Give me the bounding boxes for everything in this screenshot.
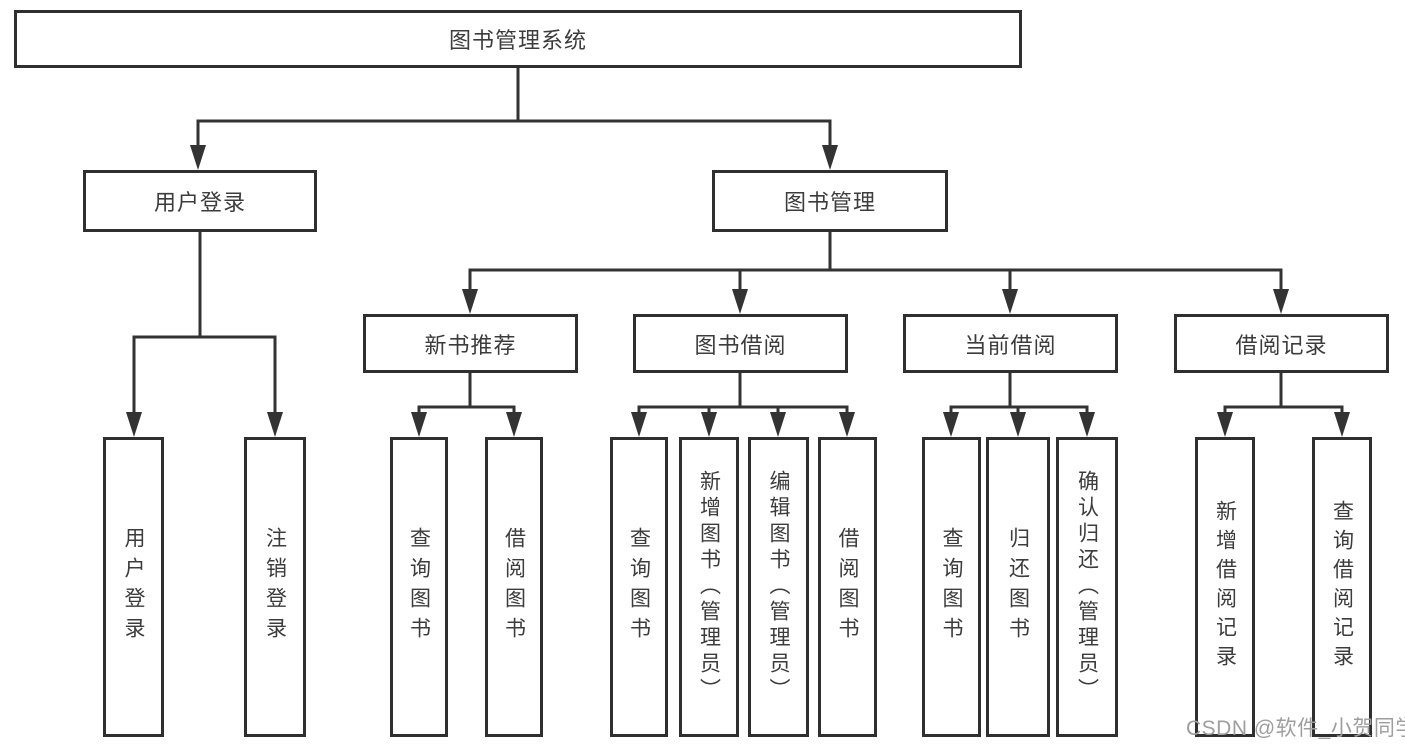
node-leaf-query-books-recommend-label: 查询图书	[407, 527, 431, 647]
node-leaf-user-login: 用户登录	[103, 437, 164, 737]
node-leaf-add-borrow-record-label: 新增借阅记录	[1213, 500, 1237, 674]
node-book-borrowing: 图书借阅	[633, 314, 848, 373]
node-leaf-confirm-return-admin: 确认归还（管理员）	[1056, 437, 1118, 737]
node-leaf-add-books-admin: 新增图书（管理员）	[679, 437, 739, 737]
node-borrowing-records-label: 借阅记录	[1235, 332, 1328, 358]
node-leaf-borrow-books-recommend-label: 借阅图书	[502, 527, 526, 647]
node-leaf-add-borrow-record: 新增借阅记录	[1195, 437, 1255, 737]
node-book-management-label: 图书管理	[783, 190, 876, 215]
node-book-borrowing-label: 图书借阅	[694, 332, 787, 358]
node-leaf-add-books-admin-label: 新增图书（管理员）	[697, 470, 721, 704]
node-leaf-logout-label: 注销登录	[263, 527, 287, 647]
node-user-login-label: 用户登录	[153, 190, 246, 215]
node-leaf-query-books-recommend: 查询图书	[390, 437, 448, 737]
node-leaf-borrow-books-recommend: 借阅图书	[485, 437, 543, 737]
node-new-book-recommend-label: 新书推荐	[424, 332, 517, 358]
node-new-book-recommend: 新书推荐	[363, 314, 578, 373]
node-leaf-query-books-current-label: 查询图书	[940, 527, 963, 647]
node-borrowing-records: 借阅记录	[1174, 314, 1389, 373]
node-leaf-edit-books-admin-label: 编辑图书（管理员）	[767, 470, 790, 704]
node-leaf-query-books-current: 查询图书	[922, 437, 981, 737]
node-leaf-query-borrow-record: 查询借阅记录	[1312, 437, 1372, 737]
node-leaf-return-books-label: 归还图书	[1006, 527, 1030, 647]
node-leaf-return-books: 归还图书	[986, 437, 1050, 737]
node-leaf-query-books-borrowing: 查询图书	[610, 437, 668, 737]
node-leaf-edit-books-admin: 编辑图书（管理员）	[748, 437, 809, 737]
node-user-login: 用户登录	[83, 170, 317, 232]
node-current-borrowing: 当前借阅	[903, 314, 1118, 373]
node-leaf-query-borrow-record-label: 查询借阅记录	[1330, 500, 1354, 674]
node-library-system-label: 图书管理系统	[448, 28, 587, 53]
node-current-borrowing-label: 当前借阅	[964, 332, 1057, 358]
node-leaf-logout: 注销登录	[244, 437, 306, 737]
watermark: CSDN @软件_小贺同学	[1186, 717, 1405, 740]
node-library-system: 图书管理系统	[14, 10, 1022, 68]
node-leaf-borrow-books-label: 借阅图书	[836, 527, 859, 647]
node-book-management: 图书管理	[712, 170, 948, 232]
node-leaf-confirm-return-admin-label: 确认归还（管理员）	[1075, 470, 1099, 704]
node-leaf-user-login-label: 用户登录	[122, 527, 145, 647]
node-leaf-query-books-borrowing-label: 查询图书	[627, 527, 651, 647]
node-leaf-borrow-books: 借阅图书	[818, 437, 877, 737]
